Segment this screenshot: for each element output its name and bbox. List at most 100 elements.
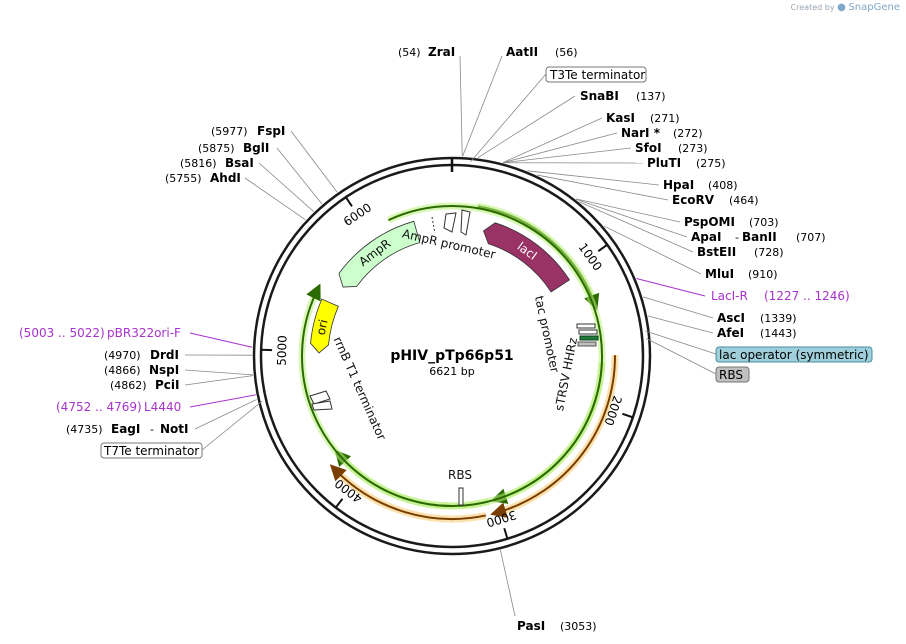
- feature-label-rbs-inner: RBS: [448, 468, 472, 482]
- enzyme-leader: [184, 375, 254, 386]
- enzyme-leader: [258, 162, 314, 212]
- enzyme-asci[interactable]: AscI: [717, 311, 745, 325]
- enzyme-pos: (408): [708, 179, 738, 192]
- ampr-promoter-glyph: [431, 209, 471, 236]
- feature-ampr[interactable]: [338, 220, 421, 288]
- enzyme-pos: (271): [650, 112, 680, 125]
- tick-mark: [345, 196, 353, 207]
- primer-leader: [189, 394, 256, 408]
- feature-t3te-terminator[interactable]: T3Te terminator: [549, 68, 645, 82]
- enzyme-pasi[interactable]: PasI: [517, 619, 545, 633]
- enzyme-leader: [499, 549, 516, 617]
- insert-arc-right: [490, 355, 616, 518]
- orf-arc-ampr-rev: [301, 205, 603, 507]
- enzyme-pos: (4862): [110, 379, 147, 392]
- enzyme-ecorv[interactable]: EcoRV: [672, 193, 715, 207]
- enzyme-pos: (703): [749, 216, 779, 229]
- enzyme-pos: (464): [729, 194, 759, 207]
- enzyme-afei[interactable]: AfeI: [717, 326, 744, 340]
- primer-pbr322ori-f[interactable]: pBR322ori-F: [107, 326, 181, 340]
- enzyme-drdi[interactable]: DrdI: [150, 348, 179, 362]
- enzyme-nari[interactable]: NarI *: [621, 126, 661, 140]
- enzyme-pos: (728): [754, 246, 784, 259]
- enzyme-leader: [477, 95, 576, 159]
- primer-laci-r[interactable]: LacI-R: [711, 289, 748, 303]
- primer-range: (5003 .. 5022): [19, 326, 105, 340]
- enzyme-ahdi[interactable]: AhdI: [210, 171, 241, 185]
- enzyme-nspi[interactable]: NspI: [149, 363, 179, 377]
- enzyme-leader: [502, 117, 603, 163]
- enzyme-leader: [244, 177, 306, 221]
- enzyme-noti[interactable]: NotI: [160, 422, 189, 436]
- primer-range: (1227 .. 1246): [764, 289, 850, 303]
- enzyme-leader: [502, 132, 618, 164]
- enzyme-eagi[interactable]: EagI: [111, 422, 140, 436]
- enzyme-leader: [576, 198, 688, 238]
- enzyme-leader: [527, 170, 660, 186]
- enzyme-bsai[interactable]: BsaI: [225, 156, 254, 170]
- enzyme-kasi[interactable]: KasI: [606, 111, 635, 125]
- orf-arc-insert: [490, 362, 603, 504]
- enzyme-leader: [194, 399, 257, 430]
- feature-lac-operator[interactable]: lac operator (symmetric): [719, 348, 869, 362]
- feature-t7te-terminator[interactable]: T7Te terminator: [103, 444, 199, 458]
- enzyme-aatii[interactable]: AatII: [506, 45, 538, 59]
- enzyme-pos: (275): [696, 157, 726, 170]
- tick-label: 6000: [341, 200, 374, 229]
- enzyme-mlui[interactable]: MluI: [705, 267, 734, 281]
- svg-text:-: -: [150, 423, 154, 436]
- feature-label-tac-promoter: tac promoter: [532, 294, 562, 373]
- feature-ori[interactable]: [310, 298, 339, 354]
- enzyme-pos: (5977): [211, 125, 248, 138]
- enzyme-bsteii[interactable]: BstEII: [697, 245, 736, 259]
- enzyme-fspi[interactable]: FspI: [257, 124, 285, 138]
- tick-mark: [622, 412, 634, 419]
- primer-l4440[interactable]: L4440: [144, 400, 181, 414]
- enzyme-snabi[interactable]: SnaBI: [580, 89, 619, 103]
- enzyme-labels: (54) ZraI AatII (56) SnaBI (137) KasI (2…: [19, 45, 850, 633]
- credit-prefix: Created by: [790, 3, 835, 12]
- enzyme-pos: (137): [636, 90, 666, 103]
- enzyme-leader: [647, 315, 714, 334]
- enzyme-pos: (5816): [180, 157, 217, 170]
- enzyme-leader: [603, 225, 702, 275]
- enzyme-leader: [290, 130, 338, 193]
- enzyme-hpai[interactable]: HpaI: [663, 178, 694, 192]
- enzyme-leader: [503, 147, 632, 164]
- svg-text:-: -: [735, 231, 739, 244]
- enzyme-banii[interactable]: BanII: [742, 230, 777, 244]
- enzyme-apai[interactable]: ApaI: [691, 230, 721, 244]
- enzyme-leader: [642, 296, 714, 319]
- enzyme-leader: [276, 147, 323, 205]
- snapgene-credit: Created by ● SnapGene: [791, 2, 900, 13]
- enzyme-pos: (1443): [760, 327, 797, 340]
- tick-label: 5000: [275, 335, 290, 366]
- enzyme-pluti[interactable]: PluTI: [647, 156, 681, 170]
- enzyme-leader: [459, 55, 463, 157]
- feature-leader: [470, 73, 547, 163]
- feature-laci[interactable]: [483, 222, 571, 293]
- enzyme-pos: (707): [796, 231, 826, 244]
- enzyme-leader: [575, 198, 681, 223]
- feature-rbs[interactable]: RBS: [719, 368, 743, 382]
- plasmid-name: pHIV_pTp66p51: [390, 348, 513, 364]
- enzyme-bgli[interactable]: BglI: [243, 141, 269, 155]
- boxed-labels: T3Te terminator lac operator (symmetric)…: [100, 66, 873, 459]
- svg-text:(54): (54): [398, 46, 421, 59]
- tac-promoter-glyph: [576, 323, 599, 347]
- credit-brand: SnapGene: [848, 2, 900, 13]
- enzyme-sfoi[interactable]: SfoI: [635, 141, 662, 155]
- enzyme-pos: (1339): [760, 312, 797, 325]
- enzyme-pspomi[interactable]: PspOMI: [684, 215, 735, 229]
- feature-leader: [646, 338, 717, 375]
- tick-mark: [597, 243, 608, 252]
- snapgene-logo-icon: ●: [837, 2, 846, 13]
- enzyme-zrai[interactable]: ZraI: [428, 45, 455, 59]
- enzyme-pcii[interactable]: PciI: [155, 378, 180, 392]
- enzyme-leader: [184, 369, 253, 376]
- orf-arc-insert-glow: [497, 362, 606, 503]
- enzyme-pos: (5875): [198, 142, 235, 155]
- primer-leader: [189, 332, 253, 348]
